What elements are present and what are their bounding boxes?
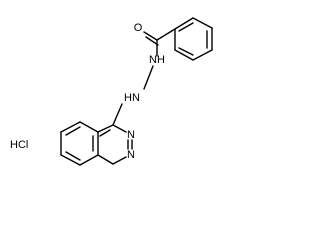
n-n-bond [143,65,154,90]
benzo-ring [60,121,99,166]
oxygen-label: O [134,22,143,34]
ring-n-upper-label: N [127,129,135,141]
hcl-salt-label: HCl [10,139,29,151]
hydrazide-nh-label: NH [149,54,165,66]
ring-n-lower-label: N [127,149,135,161]
structure-canvas: O NH HN N N HCl [10,17,213,166]
hydrazine-nh-label: HN [124,92,140,104]
carbonyl-group [143,28,176,57]
benzoyl-ring [174,17,213,61]
phthalazine-ring [97,124,133,165]
nh-to-ring-bond [112,103,123,126]
molecule-structure: O NH HN N N [60,17,213,166]
